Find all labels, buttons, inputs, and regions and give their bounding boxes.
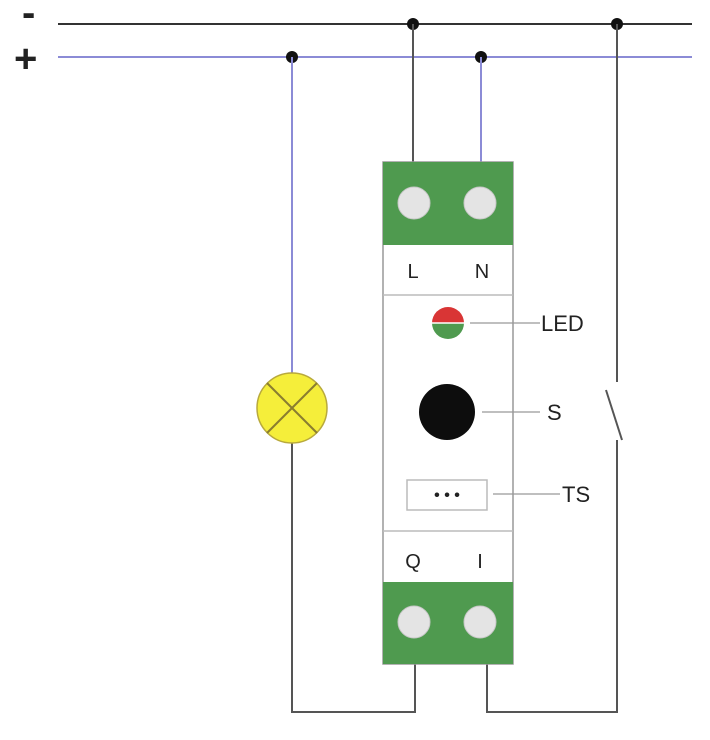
lamp-icon: [256, 372, 328, 444]
callout-label-led: LED: [541, 311, 584, 336]
terminal-screw-n: [463, 186, 497, 220]
push-button: [419, 384, 475, 440]
led-indicator: [432, 307, 464, 339]
terminal-screw-i: [463, 605, 497, 639]
terminal-screw-q: [397, 605, 431, 639]
ts-slot: [406, 479, 488, 511]
terminal-label-n: N: [475, 261, 489, 283]
terminal-screw-l: [397, 186, 431, 220]
wire-lamp-to-q: [291, 443, 416, 713]
plus-rail-label: +: [14, 37, 37, 81]
callout-label-s: S: [547, 400, 562, 425]
minus-rail-label: -: [22, 0, 35, 35]
din-rail-module: L N • • • Q I: [382, 161, 514, 665]
terminal-label-q: Q: [405, 551, 421, 573]
terminal-label-i: I: [477, 551, 483, 573]
wire-switch-to-i: [486, 440, 618, 713]
switch-contact: [605, 389, 623, 441]
ts-dots: • • •: [434, 487, 460, 504]
callout-label-ts: TS: [562, 482, 590, 507]
terminal-label-l: L: [407, 261, 418, 283]
